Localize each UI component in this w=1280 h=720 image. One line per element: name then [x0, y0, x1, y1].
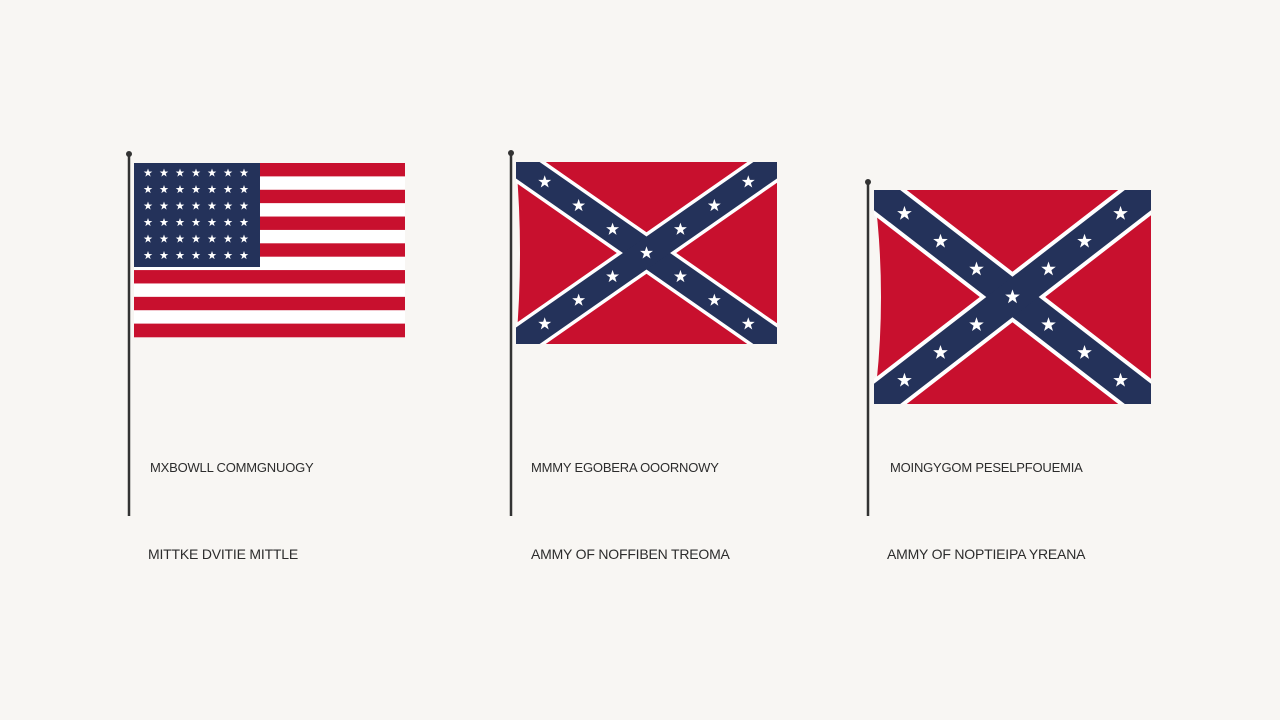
flag-3-caption-top: MOINGYGOM PESELPFOUEMIA — [890, 460, 1083, 475]
stripe — [134, 270, 405, 284]
flag-3 — [865, 179, 1151, 516]
stripe — [134, 323, 405, 338]
flag-1-caption-top: MXBOWLL COMMGNUOGY — [150, 460, 314, 475]
flagpole-3-finial — [865, 179, 871, 185]
flag-2 — [508, 150, 777, 516]
stripe — [134, 296, 405, 311]
flagpole-1-finial — [126, 151, 132, 157]
star-canton — [134, 163, 260, 267]
flag-2-caption-bottom: AMMY OF NOFFIBEN TREOMA — [531, 546, 730, 562]
flag-1-caption-bottom: MITTKE DVITIE MITTLE — [148, 546, 299, 562]
flag-1 — [126, 151, 405, 516]
flagpole-2-finial — [508, 150, 514, 156]
flag-2-caption-top: MMMY EGOBERA OOORNOWY — [531, 460, 719, 475]
stripe — [134, 283, 405, 298]
stripe — [134, 310, 405, 324]
flag-3-caption-bottom: AMMY OF NOPTIEIPA YREANA — [887, 546, 1086, 562]
